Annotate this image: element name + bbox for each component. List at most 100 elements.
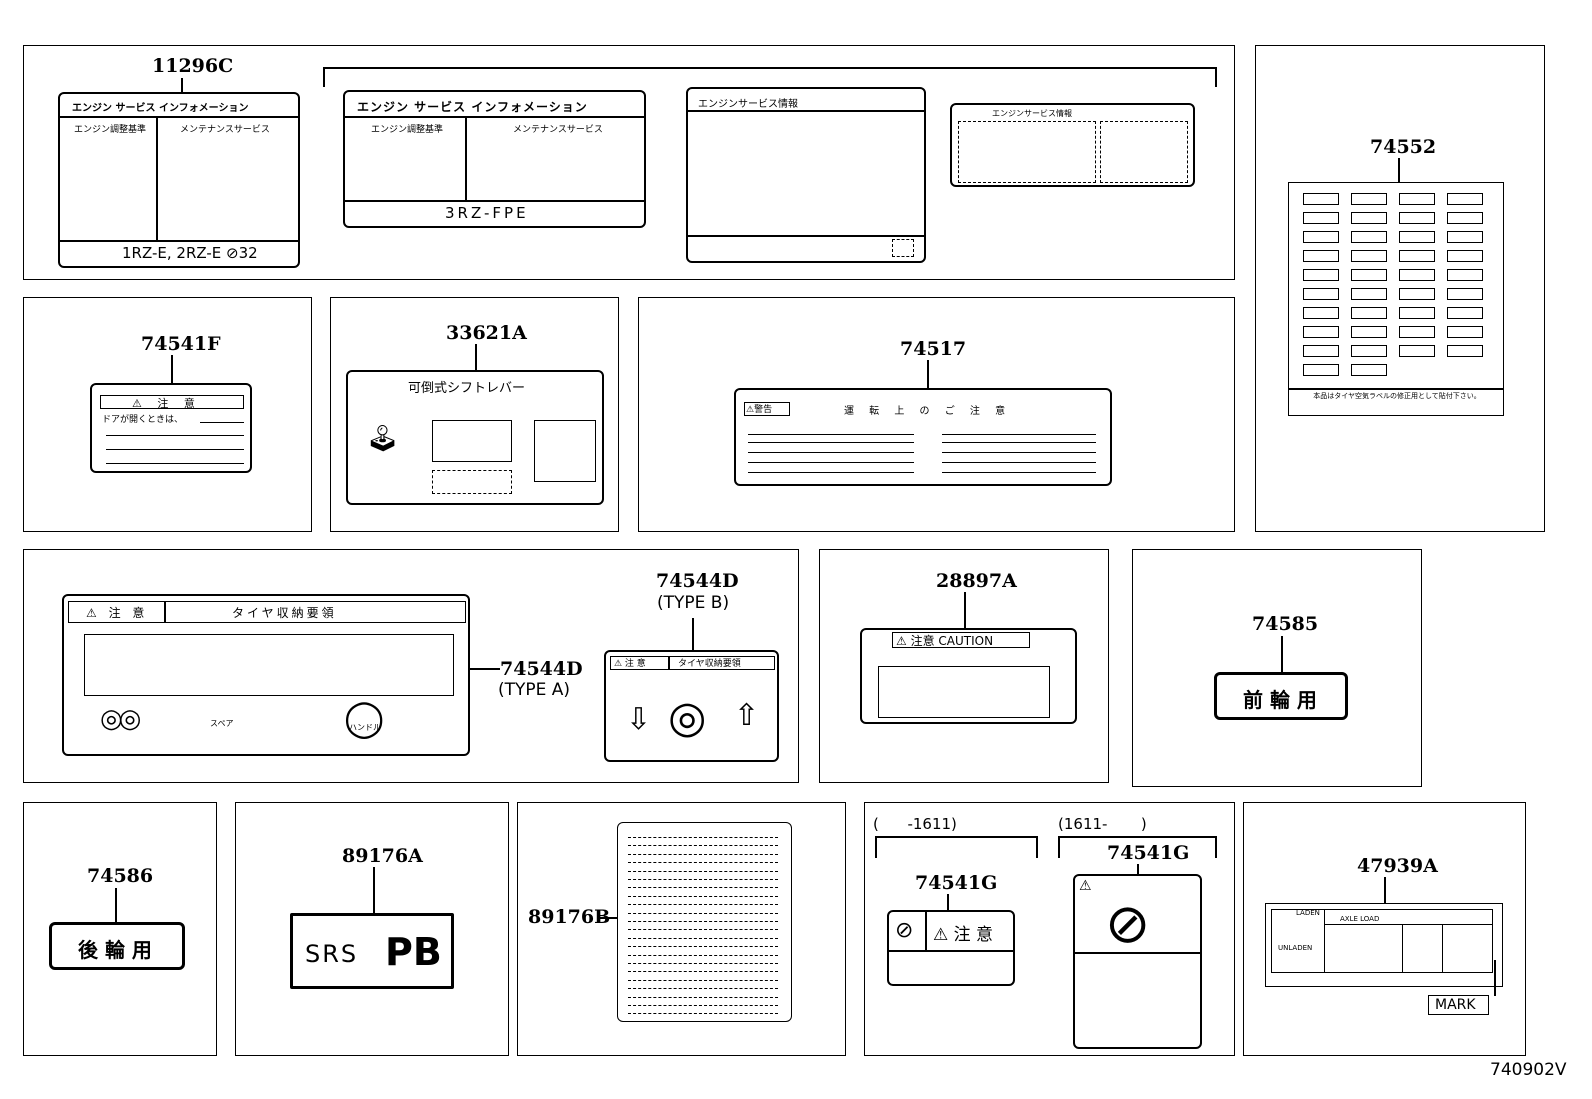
sticker-cell bbox=[1399, 231, 1435, 243]
text-line bbox=[748, 452, 914, 453]
text-line bbox=[748, 462, 914, 463]
text-line bbox=[628, 946, 778, 948]
shift-lever-icon: 🕹 bbox=[366, 424, 400, 454]
text-line bbox=[748, 442, 914, 443]
sticker-cell bbox=[1399, 345, 1435, 357]
panel-74552 bbox=[1255, 45, 1545, 532]
label-caution-g-new: ⚠ ⊘ bbox=[1073, 874, 1202, 1049]
leader-line bbox=[181, 78, 183, 92]
label-engine-3rz: エンジン サービス インフォメーション エンジン調整基準 メンテナンスサービス … bbox=[343, 90, 646, 228]
sticker-cell bbox=[1351, 269, 1387, 281]
text-line bbox=[628, 971, 778, 973]
variant-bracket bbox=[323, 67, 1216, 69]
sticker-cell bbox=[1351, 250, 1387, 262]
label-driving-caution: ⚠警告 運 転 上 の ご 注 意 bbox=[734, 388, 1112, 486]
sticker-cell bbox=[1303, 364, 1339, 376]
text-line bbox=[628, 904, 778, 906]
part-number-11296C: 11296C bbox=[152, 55, 234, 77]
sticker-cell bbox=[1351, 364, 1387, 376]
sticker-cell bbox=[1351, 326, 1387, 338]
panel-89176B bbox=[517, 802, 846, 1056]
label-srs-pb-precaution bbox=[617, 822, 792, 1022]
sticker-cell bbox=[1351, 193, 1387, 205]
figure-id: 740902V bbox=[1490, 1060, 1567, 1080]
sticker-cell bbox=[1303, 231, 1339, 243]
sticker-cell bbox=[1303, 250, 1339, 262]
text-line bbox=[628, 895, 778, 897]
text-line bbox=[628, 929, 778, 931]
text-line bbox=[628, 870, 778, 872]
sticker-cell bbox=[1399, 193, 1435, 205]
panel-74517 bbox=[638, 297, 1235, 532]
text-line bbox=[628, 921, 778, 922]
text-line bbox=[628, 912, 778, 914]
sticker-cell bbox=[1303, 288, 1339, 300]
panel-74541F bbox=[23, 297, 312, 532]
text-line bbox=[628, 963, 778, 964]
text-line bbox=[628, 845, 778, 847]
sticker-cell bbox=[1351, 345, 1387, 357]
sticker-cell bbox=[1447, 231, 1483, 243]
panel-47939A bbox=[1243, 802, 1526, 1056]
sticker-cell bbox=[1399, 212, 1435, 224]
panel-74585 bbox=[1132, 549, 1422, 787]
text-line bbox=[628, 887, 778, 889]
steering-wheel-icon: ◯ bbox=[344, 698, 385, 739]
text-line bbox=[628, 879, 778, 880]
steering-wheel-icon: ◎ bbox=[668, 692, 707, 743]
engine-code-text: 1RZ-E, 2RZ-E ⊘32 bbox=[122, 244, 258, 262]
label-battery-caution: ⚠ 注意 CAUTION bbox=[860, 628, 1077, 724]
label-tire-storage-type-b: ⚠ 注 意 タイヤ収納要領 ⇩ ◎ ⇧ bbox=[604, 650, 779, 762]
sticker-cell bbox=[1447, 345, 1483, 357]
sticker-cell bbox=[1447, 212, 1483, 224]
text-line bbox=[628, 862, 778, 864]
label-front-wheel: 前 輪 用 bbox=[1214, 672, 1348, 720]
panel-28897A bbox=[819, 549, 1109, 783]
text-line bbox=[628, 937, 778, 939]
sticker-cell bbox=[1399, 269, 1435, 281]
text-line bbox=[628, 988, 778, 990]
sticker-cell bbox=[1399, 307, 1435, 319]
sticker-cell bbox=[1447, 269, 1483, 281]
text-line bbox=[628, 837, 778, 838]
text-line bbox=[748, 434, 914, 435]
sticker-cell bbox=[1351, 231, 1387, 243]
sticker-cell bbox=[1351, 212, 1387, 224]
text-line bbox=[628, 1013, 778, 1015]
label-door-caution: ⚠ 注 意 ドアが開くときは、 bbox=[90, 383, 252, 473]
sticker-cell bbox=[1351, 288, 1387, 300]
panel-engine-service-labels bbox=[23, 45, 1235, 280]
panel-74544D bbox=[23, 549, 799, 783]
sticker-cell bbox=[1399, 326, 1435, 338]
text-line bbox=[628, 1005, 778, 1006]
text-line bbox=[942, 462, 1096, 463]
arrow-down-icon: ⇩ bbox=[626, 702, 652, 737]
sticker-cell bbox=[1303, 326, 1339, 338]
text-line bbox=[942, 442, 1096, 443]
sticker-grid bbox=[1289, 183, 1503, 415]
label-rear-wheel: 後 輪 用 bbox=[49, 922, 185, 970]
sticker-cell bbox=[1303, 212, 1339, 224]
sticker-cell bbox=[1399, 288, 1435, 300]
text-line bbox=[628, 853, 778, 855]
sticker-cell bbox=[1447, 193, 1483, 205]
sticker-cell bbox=[1303, 345, 1339, 357]
panel-89176A bbox=[235, 802, 509, 1056]
no-hand-icon: ⊘ bbox=[895, 918, 914, 943]
warning-icon: ⚠ bbox=[1079, 878, 1092, 894]
text-line bbox=[628, 954, 778, 956]
sticker-cell bbox=[1447, 326, 1483, 338]
label-shift-lever: 可倒式シフトレバー 🕹 bbox=[346, 370, 604, 505]
sticker-cell bbox=[1303, 269, 1339, 281]
text-line bbox=[942, 472, 1096, 473]
sticker-cell bbox=[1303, 307, 1339, 319]
panel-33621A bbox=[330, 297, 619, 532]
panel-74541G bbox=[864, 802, 1235, 1056]
sticker-cell bbox=[1447, 307, 1483, 319]
no-hand-icon: ⊘ bbox=[1105, 892, 1151, 955]
label-tire-storage-type-a: ⚠ 注 意 タイヤ収納要領 スペア ハンドル ◎◎ ◯ bbox=[62, 594, 470, 756]
text-line bbox=[628, 996, 778, 998]
sticker-cell bbox=[1351, 307, 1387, 319]
label-engine-1rz: エンジン サービス インフォメーション エンジン調整基準 メンテナンスサービス … bbox=[58, 92, 300, 268]
label-engine-service-short: エンジンサービス情報 bbox=[686, 87, 926, 263]
